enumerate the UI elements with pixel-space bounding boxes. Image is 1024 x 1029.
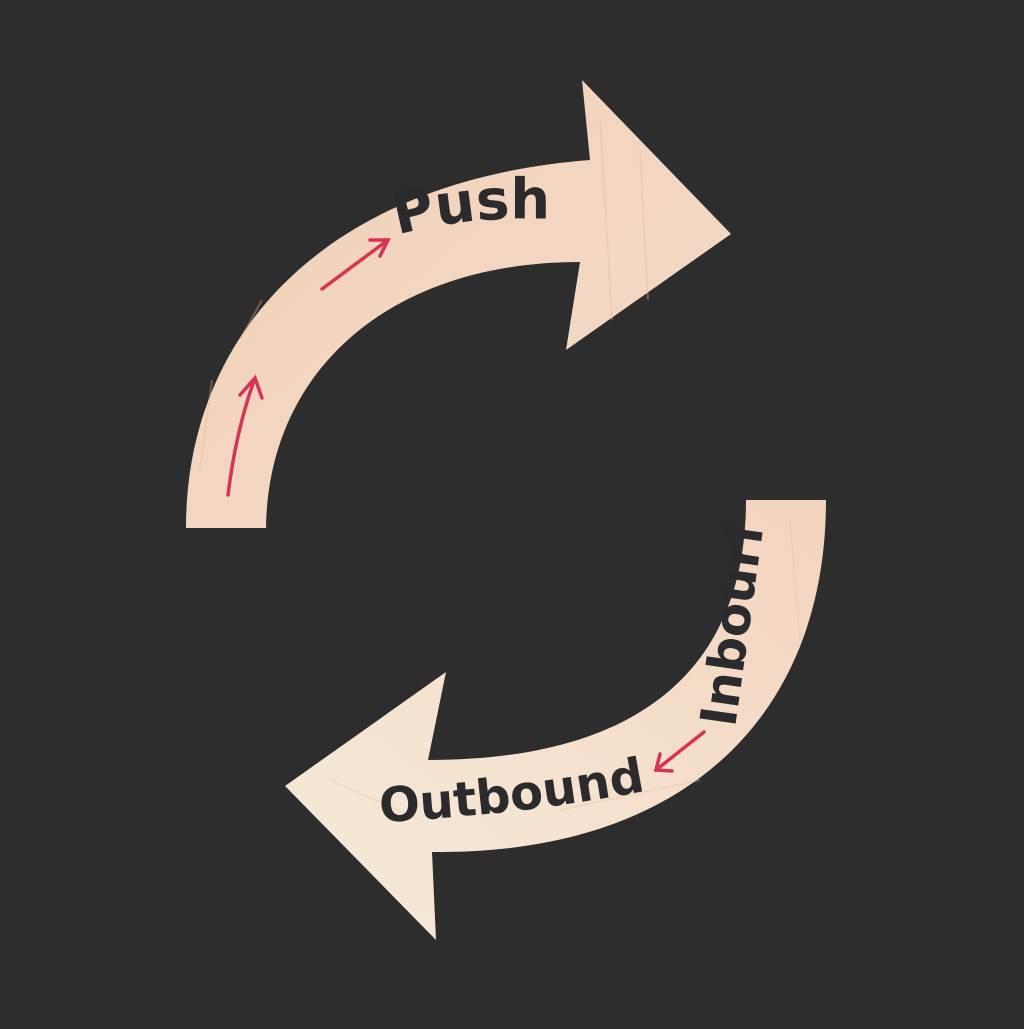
push-hint-arrow-2 (226, 374, 264, 497)
push-arrow-body (186, 80, 731, 528)
push-arrow-grain (199, 119, 649, 471)
outbound-arrow-grain (329, 519, 801, 821)
outbound-arrow-body (285, 500, 826, 940)
push-arrow: Push (186, 80, 731, 528)
inbound-hint-arrow (653, 730, 706, 773)
outbound-arrow: Inbourl Outbound (285, 500, 826, 940)
push-hint-arrow-1 (320, 238, 391, 291)
